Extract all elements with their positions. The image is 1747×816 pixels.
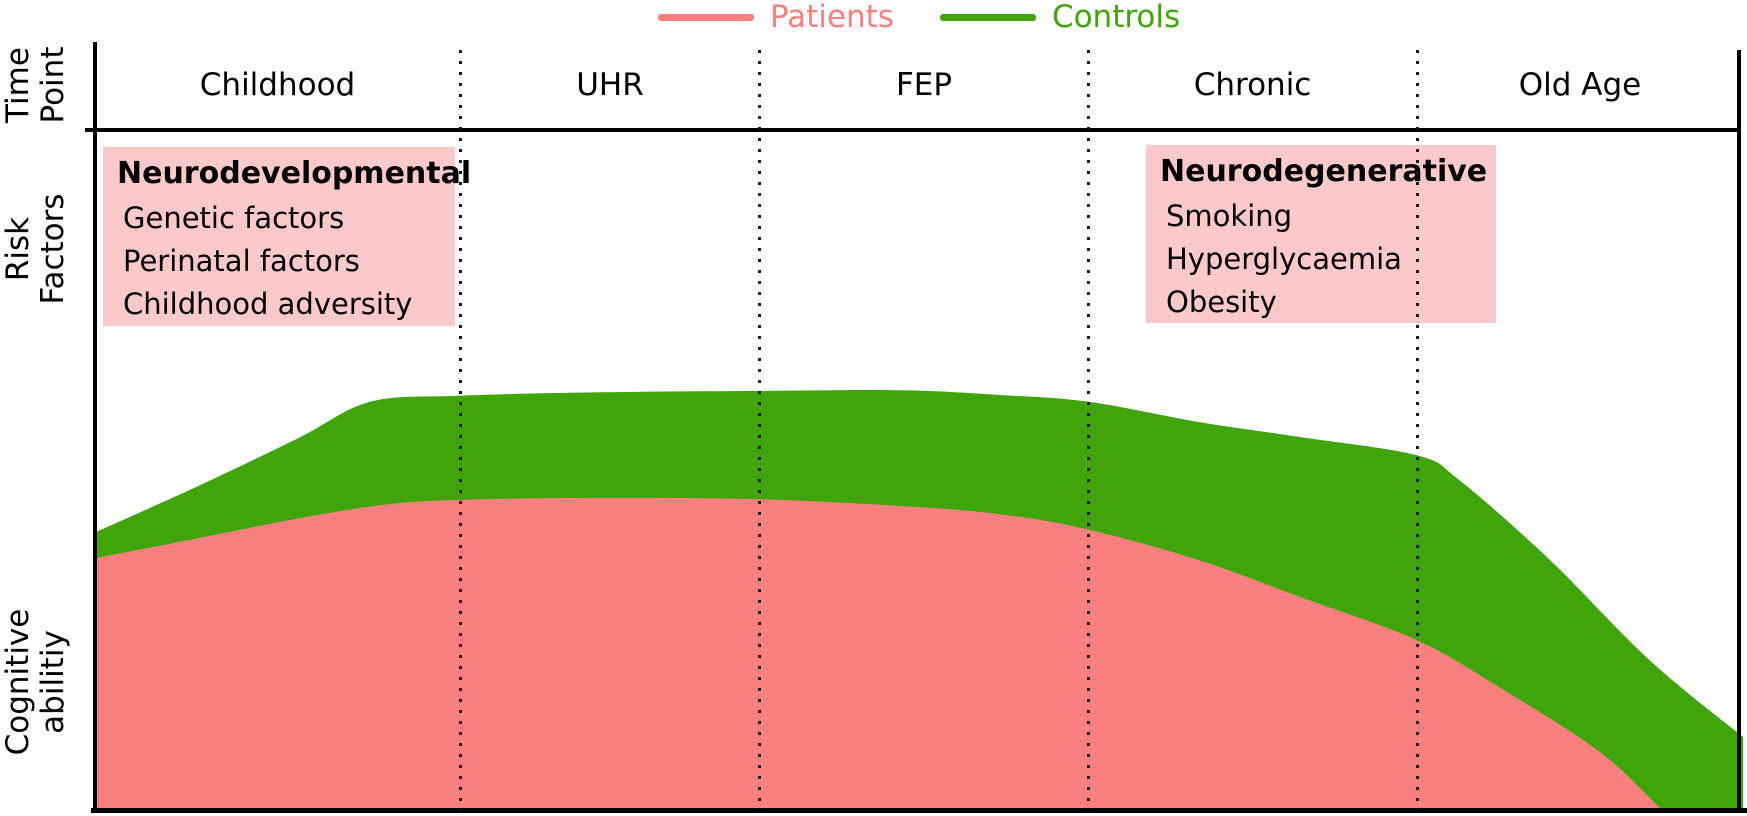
legend: Patients Controls xyxy=(95,2,1743,33)
risk-factor-item: Obesity xyxy=(1166,285,1277,319)
time-point-label: UHR xyxy=(576,67,644,103)
risk-factor-item: Perinatal factors xyxy=(123,244,360,278)
time-point-label: FEP xyxy=(895,67,953,103)
patients-area xyxy=(95,497,1743,810)
time-point-label: Chronic xyxy=(1193,67,1312,103)
time-point-label: Old Age xyxy=(1518,67,1642,103)
stage-separator-dotted-line xyxy=(458,50,462,810)
row-label-line: Risk xyxy=(0,216,36,282)
left-axis-spine xyxy=(93,42,97,812)
risk-box-title: Neurodevelopmental xyxy=(117,156,472,191)
header-divider-line xyxy=(85,128,1741,132)
cognitive-ability-area-chart xyxy=(95,390,1743,810)
risk-factor-item: Smoking xyxy=(1166,199,1293,233)
patients-line-swatch xyxy=(657,14,754,21)
controls-line-swatch xyxy=(939,14,1036,21)
legend-item-controls: Controls xyxy=(939,0,1181,35)
risk-factor-item: Hyperglycaemia xyxy=(1166,242,1402,276)
time-point-label: Childhood xyxy=(199,67,356,103)
row-label-risk-factors: Risk Factors xyxy=(0,139,75,359)
risk-factor-item: Genetic factors xyxy=(123,201,345,235)
risk-box-title: Neurodegenerative xyxy=(1160,154,1488,189)
legend-label-patients: Patients xyxy=(769,0,894,35)
bottom-axis-spine xyxy=(91,808,1747,813)
row-label-line: Factors xyxy=(35,193,71,305)
legend-label-controls: Controls xyxy=(1051,0,1181,35)
legend-item-patients: Patients xyxy=(657,0,894,35)
stage-separator-dotted-line xyxy=(1086,50,1090,810)
y-axis-label-cognitive-ability: Cognitive abilitiy xyxy=(0,572,75,792)
stage-separator-dotted-line xyxy=(758,50,762,810)
risk-factor-item: Childhood adversity xyxy=(123,287,413,321)
right-axis-spine xyxy=(1737,50,1741,812)
row-label-line: Cognitive xyxy=(0,608,36,756)
stage-separator-dotted-line xyxy=(1415,50,1419,810)
row-label-line: abilitiy xyxy=(35,630,71,734)
